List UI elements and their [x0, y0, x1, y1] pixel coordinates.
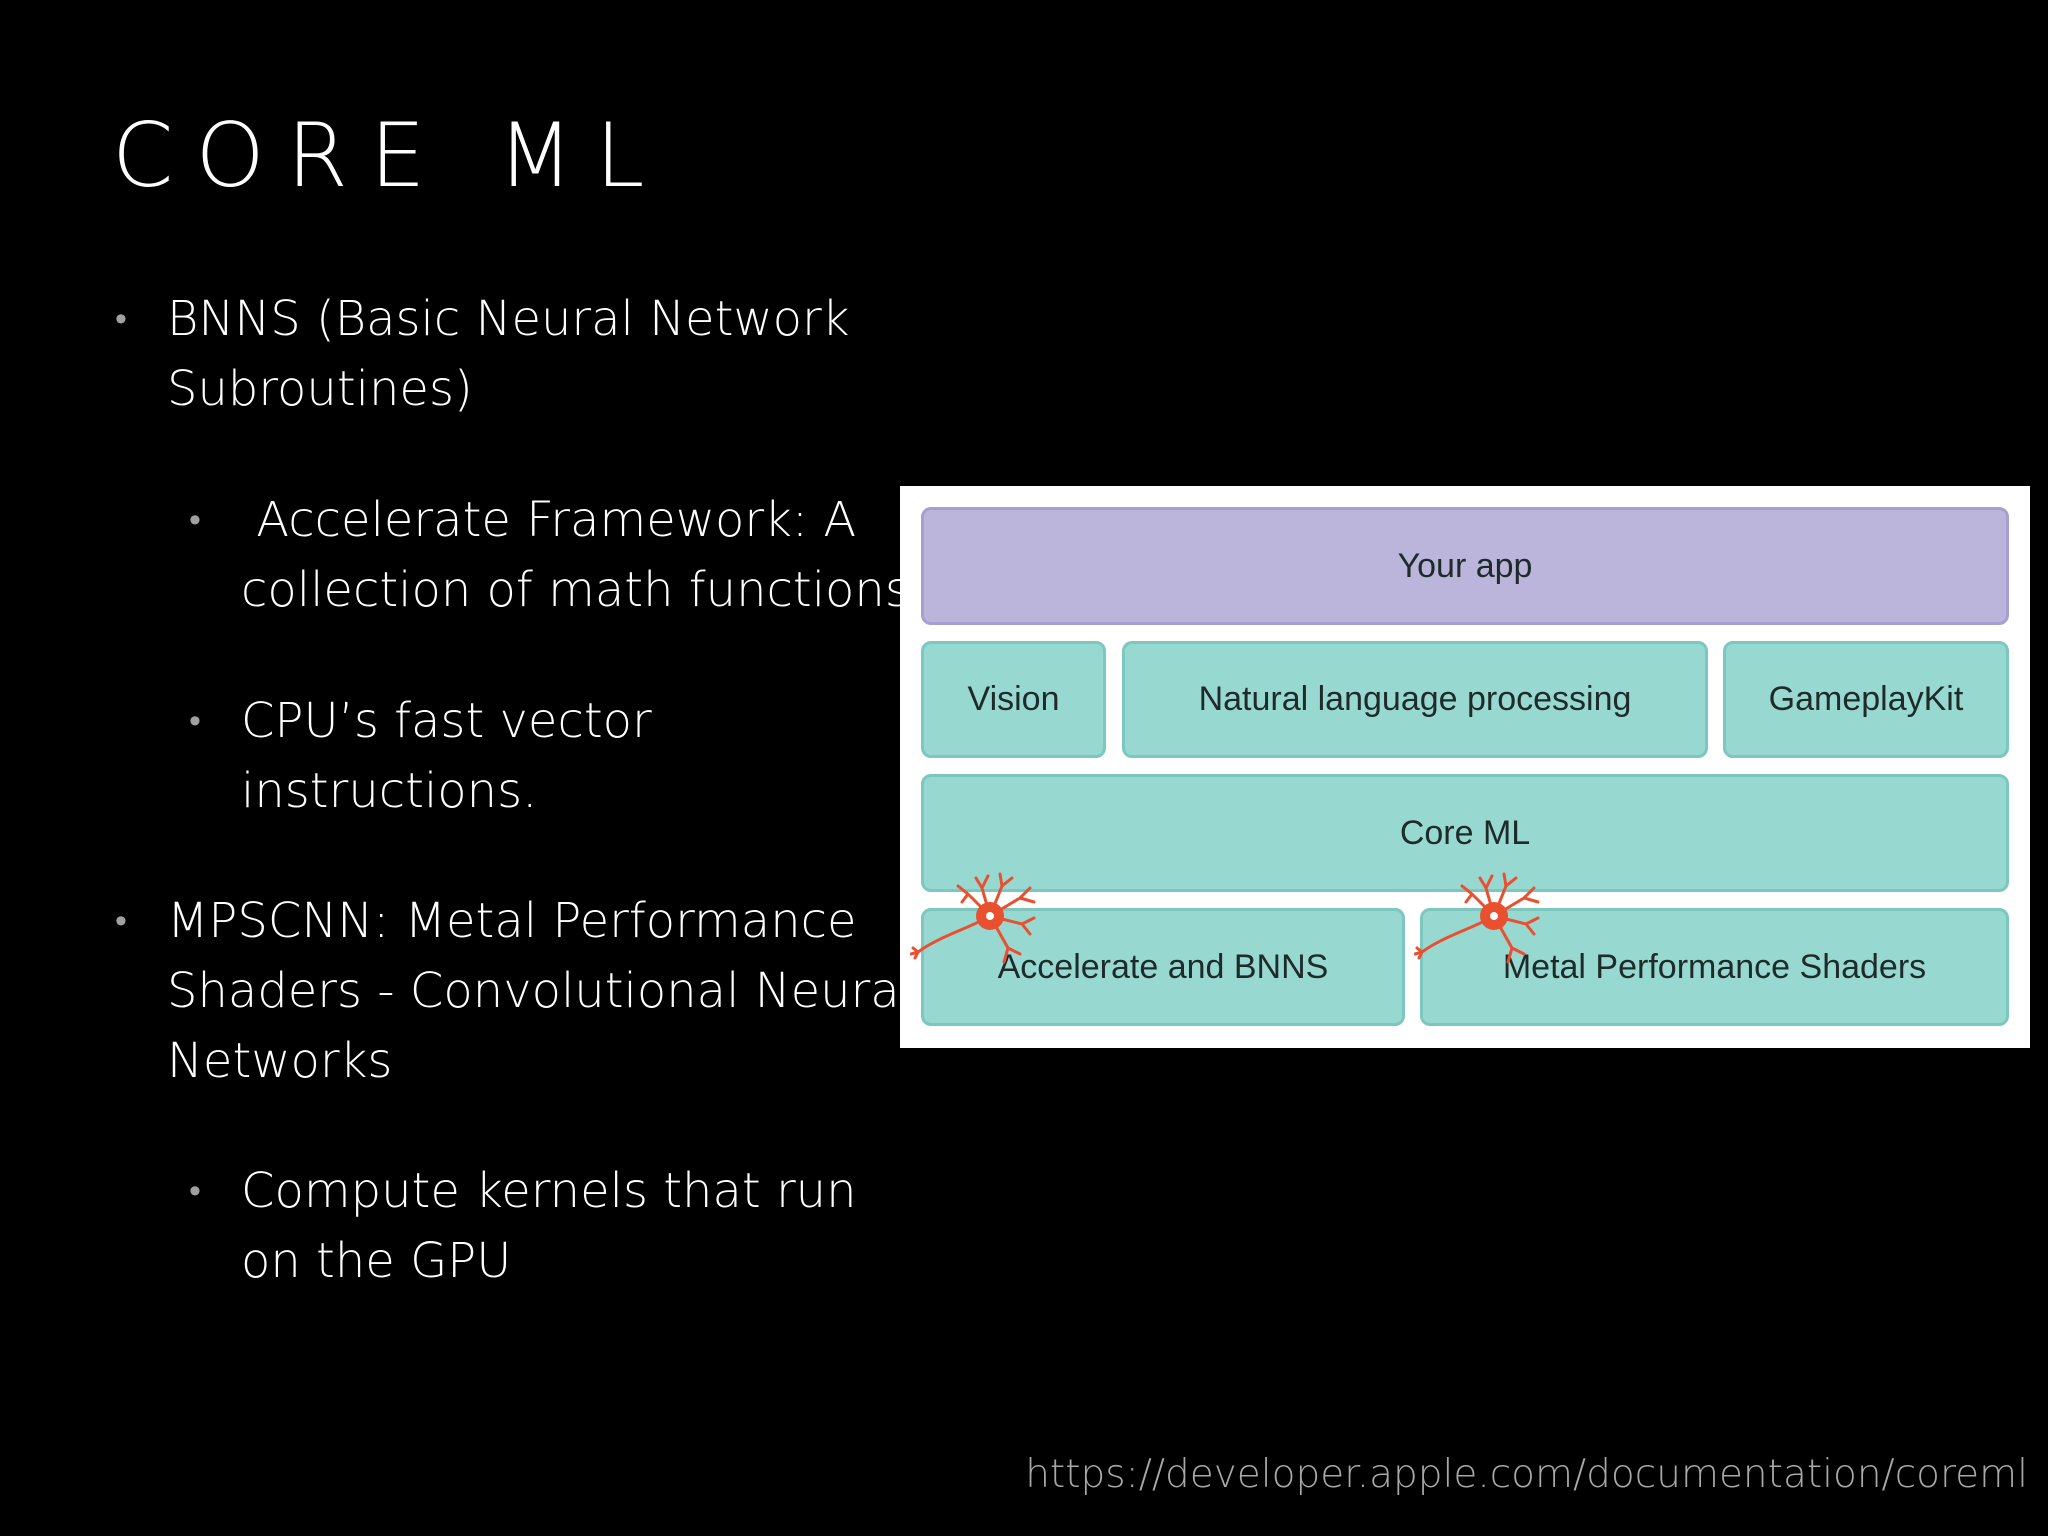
bullet-line: Compute kernels that run [241, 1163, 857, 1219]
bullet-accelerate-framework: • Accelerate Framework: A collection of … [189, 485, 926, 625]
bullet-line: Accelerate Framework: A [241, 492, 857, 548]
source-url: https://developer.apple.com/documentatio… [1025, 1452, 2028, 1497]
bullet-dot-icon: • [189, 701, 201, 741]
bullet-line: collection of math functions. [241, 562, 926, 618]
coreml-architecture-diagram: Your app Vision Natural language process… [900, 486, 2030, 1048]
bullet-line: CPU’s fast vector [241, 693, 652, 749]
bullet-cpu-vector: • CPU’s fast vector instructions. [189, 686, 652, 826]
bullet-line: BNNS (Basic Neural Network [167, 291, 850, 347]
bullet-line: instructions. [241, 763, 538, 819]
bullet-dot-icon: • [115, 901, 127, 941]
layer-label: Metal Performance Shaders [1502, 947, 1927, 986]
layer-label: Your app [1397, 546, 1533, 585]
layer-label: Accelerate and BNNS [997, 947, 1329, 986]
layer-accelerate-bnns: Accelerate and BNNS [921, 908, 1405, 1026]
layer-core-ml: Core ML [921, 774, 2009, 892]
layer-label: Core ML [1399, 813, 1531, 852]
layer-label: GameplayKit [1768, 680, 1964, 718]
bullet-list: • BNNS (Basic Neural Network Subroutines… [0, 0, 925, 1400]
bullet-line: Shaders - Convolutional Neural [167, 963, 914, 1019]
bullet-dot-icon: • [189, 500, 201, 540]
neuron-icon [1414, 872, 1540, 964]
layer-vision: Vision [921, 641, 1106, 758]
layer-your-app: Your app [921, 507, 2009, 625]
bullet-compute-kernels: • Compute kernels that run on the GPU [189, 1156, 857, 1296]
bullet-line: on the GPU [241, 1233, 512, 1289]
bullet-dot-icon: • [115, 299, 127, 339]
layer-gameplaykit: GameplayKit [1723, 641, 2009, 758]
bullet-mpscnn: • MPSCNN: Metal Performance Shaders - Co… [115, 886, 914, 1096]
layer-label: Natural language processing [1198, 680, 1632, 718]
layer-metal-performance-shaders: Metal Performance Shaders [1420, 908, 2009, 1026]
slide-title: CORE ML [112, 104, 667, 207]
layer-label: Vision [967, 680, 1060, 718]
bullet-line: Networks [167, 1033, 393, 1089]
bullet-dot-icon: • [189, 1171, 201, 1211]
bullet-line: Subroutines) [167, 361, 473, 417]
layer-nlp: Natural language processing [1122, 641, 1708, 758]
bullet-line: MPSCNN: Metal Performance [167, 893, 857, 949]
bullet-bnns: • BNNS (Basic Neural Network Subroutines… [115, 284, 850, 424]
neuron-icon [910, 872, 1036, 964]
